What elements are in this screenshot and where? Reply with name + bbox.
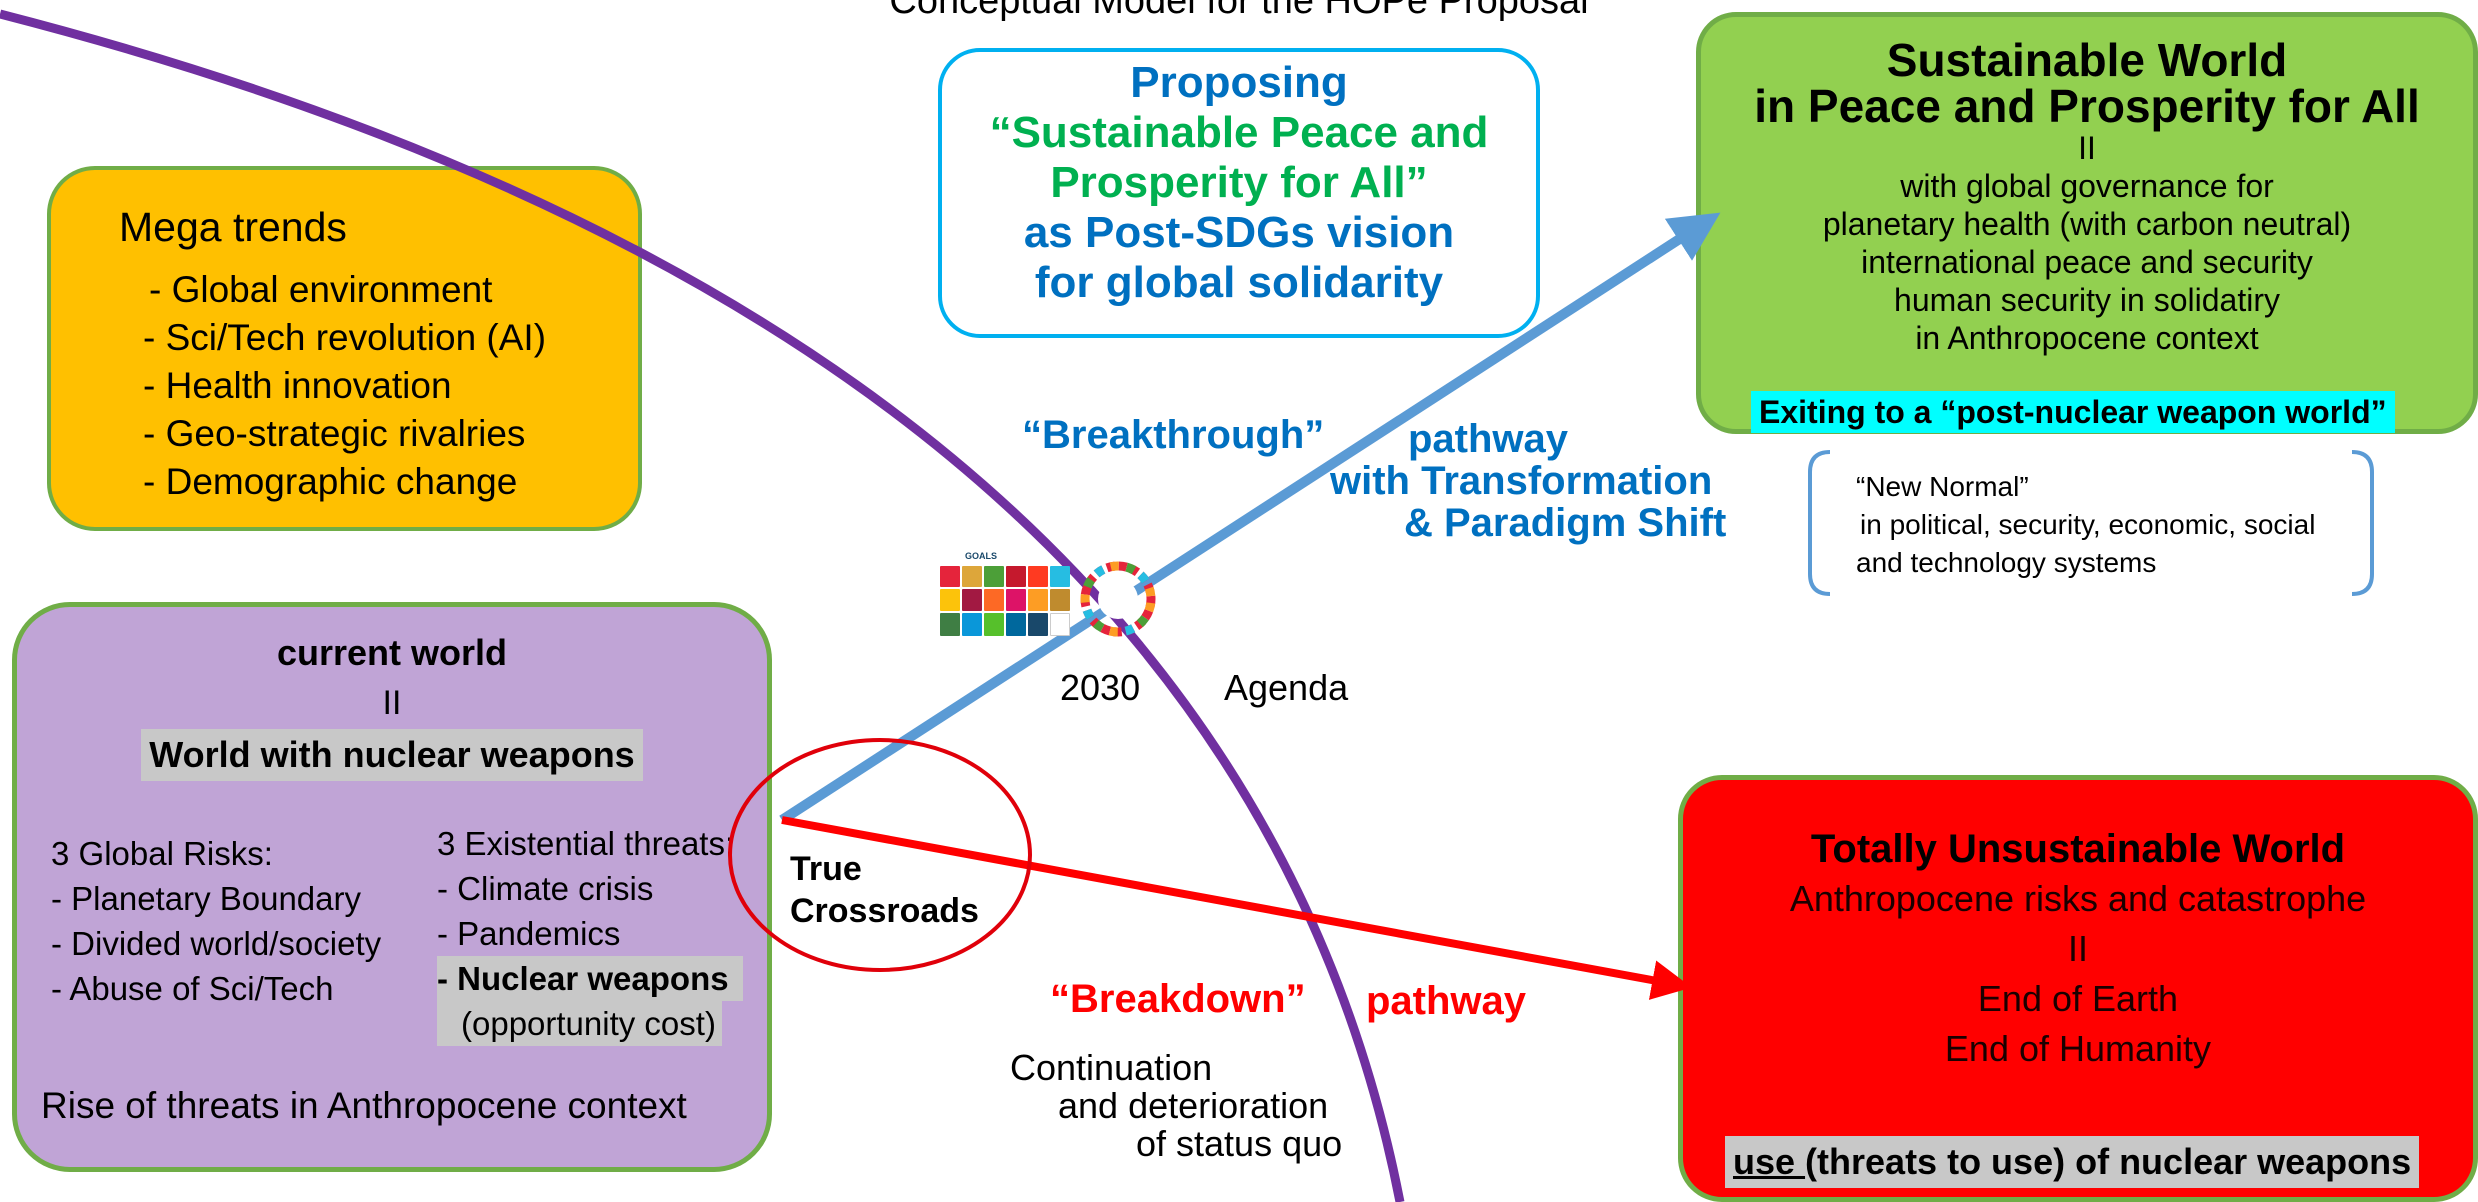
- existential-threat-item: - Pandemics: [437, 915, 621, 952]
- breakthrough-label: “Breakthrough”: [1022, 413, 1325, 457]
- breakthrough-arrow: [779, 212, 1721, 825]
- mega-trends-heading: Mega trends: [119, 204, 347, 250]
- breakdown-pathway-word: pathway: [1366, 979, 1527, 1023]
- mega-trends-box: Mega trends - Global environment - Sci/T…: [47, 166, 642, 531]
- sdg-goals-label: GOALS: [965, 551, 998, 561]
- current-world-footer: Rise of threats in Anthropocene context: [41, 1085, 687, 1126]
- agenda-year: 2030: [1060, 667, 1141, 708]
- sustainable-world-line: human security in solidatiry: [1894, 282, 2280, 318]
- breakthrough-line: with Transformation: [1330, 459, 1713, 503]
- breakdown-label: “Breakdown”: [1050, 977, 1306, 1021]
- existential-threat-item: - Nuclear weapons: [437, 956, 743, 1001]
- agenda-label: Agenda: [1224, 667, 1349, 708]
- proposal-line: Prosperity for All”: [1050, 158, 1428, 207]
- new-normal-line: “New Normal”: [1856, 471, 2029, 502]
- global-risk-item: - Planetary Boundary: [51, 880, 362, 917]
- breakthrough-line: & Paradigm Shift: [1404, 501, 1727, 545]
- proposal-box: Proposing “Sustainable Peace and Prosper…: [938, 48, 1540, 338]
- mega-trend-item: - Sci/Tech revolution (AI): [143, 317, 547, 358]
- crossroads-circle: [728, 738, 1032, 972]
- mega-trends-list: - Global environment - Sci/Tech revoluti…: [143, 266, 546, 506]
- equals-sign: II: [2067, 928, 2088, 969]
- equals-sign: II: [382, 684, 402, 722]
- sustainable-world-line: planetary health (with carbon neutral): [1822, 206, 2352, 242]
- breakdown-line: of status quo: [1136, 1123, 1343, 1164]
- brackets-icon: [1808, 450, 2374, 596]
- mega-trend-item: - Global environment: [149, 269, 493, 310]
- global-risk-item: - Divided world/society: [51, 925, 382, 962]
- sustainable-world-line: in Anthropocene context: [1915, 320, 2259, 356]
- new-normal-line: in political, security, economic, social: [1860, 509, 2316, 540]
- current-world-box: current world II World with nuclear weap…: [12, 602, 772, 1172]
- breakdown-line: Continuation: [1010, 1047, 1213, 1088]
- sustainable-world-line: with global governance for: [1900, 168, 2274, 204]
- breakdown-line: and deterioration: [1058, 1085, 1329, 1126]
- crossroads-label: True: [790, 850, 862, 888]
- post-nuclear-highlight: Exiting to a “post-nuclear weapon world”: [1751, 391, 2395, 433]
- mega-trend-item: - Geo-strategic rivalries: [143, 413, 526, 454]
- use-rest-text: (threats to use) of nuclear weapons: [1805, 1141, 2412, 1182]
- new-normal-line: and technology systems: [1856, 547, 2157, 578]
- global-risks-title: 3 Global Risks:: [51, 835, 273, 872]
- sustainable-world-box: Sustainable World in Peace and Prosperit…: [1696, 12, 2478, 434]
- sdg-goals-grid-icon: [940, 566, 1070, 636]
- unsustainable-world-box: Totally Unsustainable World Anthropocene…: [1678, 775, 2478, 1202]
- sustainable-world-line: international peace and security: [1861, 244, 2313, 280]
- mega-trend-item: - Health innovation: [143, 365, 452, 406]
- existential-threat-item: - Climate crisis: [437, 870, 654, 907]
- global-risk-item: - Abuse of Sci/Tech: [51, 970, 334, 1007]
- proposal-line: for global solidarity: [1034, 258, 1444, 307]
- sustainable-world-heading: in Peace and Prosperity for All: [1754, 80, 2420, 132]
- unsustainable-world-line: End of Earth: [1977, 978, 2179, 1019]
- mega-trend-item: - Demographic change: [143, 461, 518, 502]
- sustainable-world-heading: Sustainable World: [1886, 34, 2288, 86]
- unsustainable-world-heading: Totally Unsustainable World: [1810, 827, 2346, 871]
- nuclear-use-highlight: use (threats to use) of nuclear weapons: [1725, 1136, 2420, 1188]
- unsustainable-world-line: End of Humanity: [1944, 1028, 2212, 1069]
- unsustainable-world-line: Anthropocene risks and catastrophe: [1789, 878, 2367, 919]
- crossroads-label: Crossroads: [790, 892, 979, 930]
- new-normal-note: “New Normal” in political, security, eco…: [1806, 448, 2376, 598]
- sdg-wheel-icon: [1080, 561, 1156, 637]
- existential-threats-title: 3 Existential threats:: [437, 825, 735, 862]
- diagram-title: Conceptual Model for the HOPe Proposal: [889, 0, 1589, 22]
- current-world-heading: current world: [276, 632, 508, 673]
- equals-sign: II: [2078, 130, 2096, 166]
- opportunity-cost-note: (opportunity cost): [437, 1001, 722, 1046]
- nuclear-world-subheading: World with nuclear weapons: [141, 729, 643, 781]
- use-underlined-text: use: [1733, 1141, 1806, 1182]
- proposal-line: as Post-SDGs vision: [1023, 208, 1455, 257]
- proposal-line: Proposing: [1130, 58, 1348, 107]
- purple-arc: [0, 9, 1405, 1202]
- breakdown-arrow: [781, 816, 1692, 1000]
- proposal-line: “Sustainable Peace and: [989, 108, 1489, 157]
- breakthrough-pathway-word: pathway: [1408, 417, 1569, 461]
